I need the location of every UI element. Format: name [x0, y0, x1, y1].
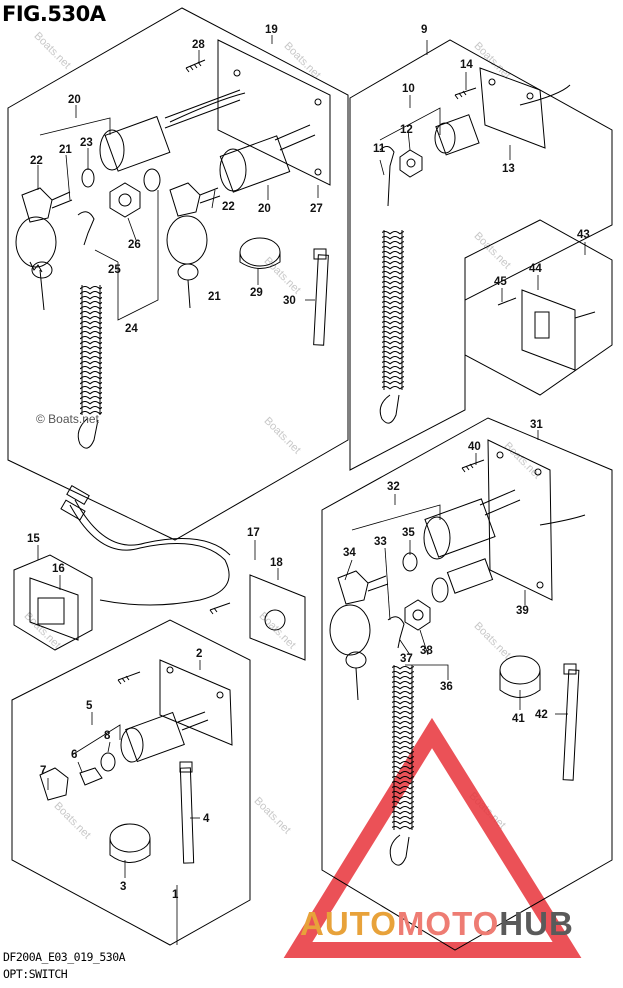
figure-title: FIG.530A: [2, 2, 106, 26]
callout-37: 37: [400, 653, 413, 665]
callout-9: 9: [421, 24, 427, 36]
brand-logo-text: AUTOMOTOHUB: [300, 905, 574, 943]
group-1-frame: [11, 619, 251, 946]
callout-30: 30: [283, 295, 296, 307]
brand-part-1: AUTO: [300, 905, 397, 942]
drawing-caption: OPT:SWITCH: [3, 967, 68, 981]
callout-1: 1: [172, 889, 179, 901]
callout-20-lower: 20: [258, 203, 271, 215]
callout-6: 6: [71, 749, 77, 761]
callout-10: 10: [402, 83, 415, 95]
callout-18: 18: [270, 557, 283, 569]
callout-32: 32: [387, 481, 400, 493]
callout-22: 22: [30, 155, 43, 167]
group-b-frame: [349, 39, 613, 471]
callout-12: 12: [400, 124, 413, 136]
callout-38: 38: [420, 645, 433, 657]
group-15-frame: [13, 554, 93, 651]
callout-39: 39: [516, 605, 529, 617]
copyright-mark: © Boats.net: [36, 412, 99, 426]
callout-26: 26: [128, 239, 141, 251]
logo-triangle: [283, 717, 582, 958]
callout-36: 36: [440, 681, 453, 693]
callout-15: 15: [27, 533, 40, 545]
group-a-frame: [7, 7, 349, 541]
callout-24: 24: [125, 323, 138, 335]
callout-33: 33: [374, 536, 387, 548]
callout-22-right: 22: [222, 201, 235, 213]
callout-31: 31: [530, 419, 543, 431]
callout-13: 13: [502, 163, 515, 175]
callout-45: 45: [494, 276, 507, 288]
callout-21: 21: [59, 144, 72, 156]
callout-2: 2: [196, 648, 202, 660]
callout-labels: 28 19 20 23 22 21 26 25 24 22 20 27 21 2…: [27, 24, 590, 901]
callout-5: 5: [86, 700, 93, 712]
group-43-frame: [464, 219, 613, 396]
callout-41: 41: [512, 713, 525, 725]
callout-44: 44: [529, 263, 542, 275]
callout-25: 25: [108, 264, 121, 276]
callout-28: 28: [192, 39, 205, 51]
callout-35: 35: [402, 527, 415, 539]
callout-8: 8: [104, 730, 111, 742]
callout-21-right: 21: [208, 291, 221, 303]
callout-40: 40: [468, 441, 481, 453]
callout-42: 42: [535, 709, 548, 721]
callout-3: 3: [120, 881, 126, 893]
callout-4: 4: [203, 813, 210, 825]
callout-23: 23: [80, 137, 93, 149]
callout-11: 11: [373, 143, 386, 155]
callout-7: 7: [40, 765, 46, 777]
group-31-frame: [321, 417, 613, 951]
callout-19: 19: [265, 24, 278, 36]
callout-27: 27: [310, 203, 323, 215]
callout-17: 17: [247, 527, 260, 539]
callout-43: 43: [577, 229, 590, 241]
callout-20: 20: [68, 94, 81, 106]
callout-34: 34: [343, 547, 356, 559]
drawing-code: DF200A_E03_019_530A: [3, 950, 126, 964]
callout-29: 29: [250, 287, 263, 299]
callout-16: 16: [52, 563, 65, 575]
brand-part-2: MOTO: [396, 905, 500, 942]
callout-14: 14: [460, 59, 473, 71]
brand-part-3: HUB: [499, 905, 574, 942]
